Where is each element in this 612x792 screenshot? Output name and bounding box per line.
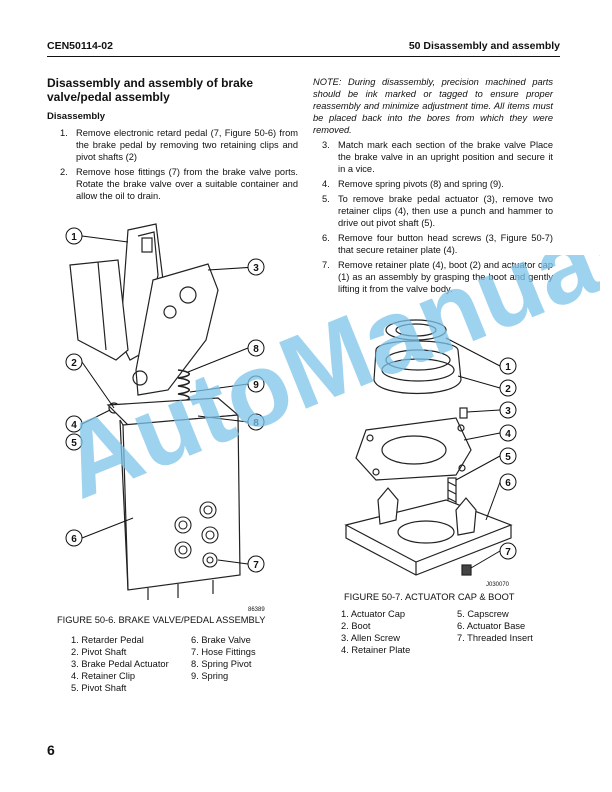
callout-5 [65,433,83,451]
svg-text:6: 6 [71,534,77,545]
list-item: 3.Match mark each section of the brake v… [322,140,553,174]
svg-text:1: 1 [71,232,77,243]
fig2-callout-3 [499,401,517,419]
page-title: Disassembly and assembly of brake valve/… [47,76,254,104]
callout-1 [65,227,83,245]
list-item: 4.Remove spring pivots (8) and spring (9… [322,179,504,189]
fig2-callout-4 [499,424,517,442]
svg-text:5: 5 [71,438,77,449]
fig2-callout-2 [499,379,517,397]
list-item: 6.Remove four button head screws (3, Fig… [322,233,553,255]
list-item: 5.To remove brake pedal actuator (3), re… [322,194,553,228]
figure-id-j030070: J030070 [486,582,510,588]
fig2-callout-7 [499,542,517,560]
callout-9 [247,375,265,393]
section-title: 50 Disassembly and assembly [408,40,560,52]
svg-text:2: 2 [71,358,77,369]
left-steps-list: 1.Remove electronic retard pedal (7, Fig… [60,127,298,205]
list-item: 2.Remove hose fittings (7) from the brak… [60,167,298,201]
svg-text:1: 1 [505,362,511,373]
svg-text:3: 3 [505,406,511,417]
svg-text:3: 3 [253,263,259,274]
page-number: 6 [47,742,55,758]
callout-8a [247,339,265,357]
right-steps-list: 3.Match mark each section of the brake v… [322,139,553,298]
header-rule [47,56,560,57]
svg-text:8: 8 [253,418,259,429]
callout-3 [247,258,265,276]
figure-legend-50-6-col2: 6. Brake Valve 7. Hose Fittings 8. Sprin… [191,635,256,681]
note-text: NOTE: During disassembly, precision mach… [313,77,553,135]
fig2-callout-6 [499,473,517,491]
callout-2 [65,353,83,371]
fig2-callout-5 [499,447,517,465]
svg-text:9: 9 [253,380,259,391]
doc-id: CEN50114-02 [47,40,113,52]
svg-text:7: 7 [253,560,259,571]
svg-text:4: 4 [505,429,511,440]
svg-text:6: 6 [505,478,511,489]
figure-caption-50-7: FIGURE 50-7. ACTUATOR CAP & BOOT [344,592,515,602]
list-item: 1.Remove electronic retard pedal (7, Fig… [60,128,298,162]
callout-6 [65,529,83,547]
figure-caption-50-6: FIGURE 50-6. BRAKE VALVE/PEDAL ASSEMBLY [57,615,266,625]
figure-id-86389: 86389 [248,607,265,613]
fig2-callout-1 [499,357,517,375]
figure-legend-50-7-col2: 5. Capscrew 6. Actuator Base 7. Threaded… [457,609,533,643]
callout-4 [65,415,83,433]
svg-text:2: 2 [505,384,511,395]
brake-valve-pedal-illustration: 1 2 3 4 5 6 7 8 9 8 86389 [65,223,265,613]
list-item: 7.Remove retainer plate (4), boot (2) an… [322,260,553,294]
svg-text:8: 8 [253,344,259,355]
callout-7 [247,555,265,573]
callout-8b [247,413,265,431]
svg-text:5: 5 [505,452,511,463]
subheading: Disassembly [47,111,106,122]
figure-legend-50-7-col1: 1. Actuator Cap 2. Boot 3. Allen Screw 4… [341,609,411,655]
figure-legend-50-6-col1: 1. Retarder Pedal 2. Pivot Shaft 3. Brak… [71,635,169,693]
svg-text:4: 4 [71,420,77,431]
actuator-cap-boot-illustration: 1 2 3 4 5 6 7 J030070 [344,319,517,588]
svg-text:7: 7 [505,547,511,558]
